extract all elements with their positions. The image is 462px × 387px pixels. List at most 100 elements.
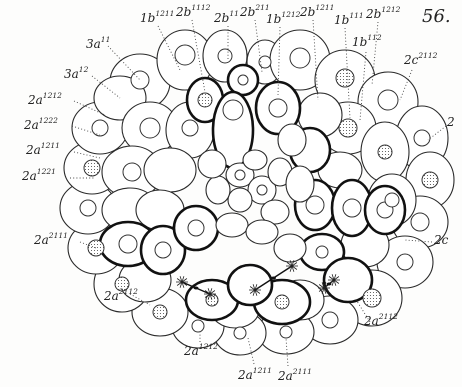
nucleus (290, 48, 310, 68)
small-cell (216, 213, 248, 237)
nucleus (385, 193, 399, 207)
label-1b-1212: 1b1212 (266, 13, 300, 25)
nucleus (175, 45, 195, 65)
label-base: 2a (238, 368, 253, 382)
label-superscript: 1212 (43, 91, 62, 100)
label-superscript: 111 (349, 11, 363, 20)
nucleus (131, 71, 149, 89)
small-cell (286, 166, 314, 202)
label-base: 2a (34, 233, 49, 247)
label-superscript: 2112 (119, 287, 138, 296)
nucleus (182, 120, 198, 136)
nucleus (422, 172, 438, 188)
label-superscript: 211 (255, 3, 269, 12)
label-base: 2a (26, 143, 41, 157)
nucleus (316, 246, 328, 258)
nucleus (378, 145, 392, 159)
nucleus (339, 119, 357, 137)
label-superscript: 1212 (381, 5, 400, 14)
label-2a-2112-right: 2a2112 (364, 315, 398, 327)
small-cell (243, 150, 267, 170)
label-1b-111: 1b111 (334, 14, 364, 26)
label-superscript: 1212 (281, 10, 300, 19)
label-base: 2b (214, 11, 229, 25)
label-superscript: 1222 (39, 116, 58, 125)
nucleus (257, 185, 267, 195)
label-superscript: 11 (229, 9, 239, 18)
chromosome-plate (327, 283, 332, 286)
label-base: 2a (28, 93, 43, 107)
label-base: 2a (22, 169, 37, 183)
label-base: 2b (240, 5, 255, 19)
label-2b-11: 2b11 (214, 12, 239, 24)
nucleus (336, 69, 354, 87)
small-cell (278, 124, 306, 156)
label-base: 2c (434, 233, 448, 247)
label-superscript: 1212 (199, 342, 218, 351)
label-1b-112: 1b112 (352, 36, 382, 48)
label-2a-1222: 2a1222 (24, 119, 58, 131)
nucleus (218, 49, 232, 63)
nucleus (275, 295, 289, 309)
label-superscript: 12 (79, 65, 89, 74)
label-base: 2b (176, 5, 191, 19)
nucleus (84, 160, 100, 176)
label-superscript: 1211 (41, 141, 60, 150)
small-cell (198, 150, 226, 178)
nucleus (322, 312, 338, 328)
label-superscript: 1211 (315, 3, 334, 12)
chromosome-plate (271, 277, 276, 280)
nucleus (269, 99, 287, 117)
label-base: 1b (266, 12, 281, 26)
label-2a-2111-bottom: 2a2111 (278, 370, 312, 382)
label-2c: 2c (434, 234, 448, 246)
nucleus (198, 93, 212, 107)
nucleus (397, 254, 413, 270)
nucleus (238, 75, 248, 85)
label-2-cut: 2 (447, 116, 455, 128)
label-superscript: 2112 (418, 51, 437, 60)
label-base: 1b (140, 11, 155, 25)
label-2a-1211-left: 2a1211 (26, 144, 60, 156)
label-3a-12: 3a12 (64, 68, 88, 80)
nucleus (80, 200, 96, 216)
label-base: 2b (366, 7, 381, 21)
label-2b-1212: 2b1212 (366, 8, 400, 20)
nucleus (140, 118, 160, 138)
nucleus (235, 170, 245, 180)
label-superscript: 2111 (293, 367, 312, 376)
label-base: 2a (24, 118, 39, 132)
figure-number: 56. (422, 6, 451, 27)
label-base: 1b (352, 35, 367, 49)
nucleus (192, 320, 204, 332)
label-base: 2c (404, 53, 418, 67)
nucleus (280, 326, 292, 338)
label-3a-11: 3a11 (86, 38, 110, 50)
label-2a-1212-left: 2a1212 (28, 94, 62, 106)
nucleus (88, 240, 104, 256)
small-cell (274, 234, 306, 262)
label-base: 2a (278, 369, 293, 383)
cell (144, 148, 196, 192)
label-2a-2112-left: 2a2112 (104, 290, 138, 302)
nucleus (188, 220, 204, 236)
label-base: 2a (364, 314, 379, 328)
label-superscript: 2112 (379, 312, 398, 321)
label-2a-2111-left: 2a2111 (34, 234, 68, 246)
nucleus (411, 213, 429, 231)
label-base: 2a (184, 344, 199, 358)
label-superscript: 112 (367, 33, 381, 42)
small-cell (246, 220, 278, 244)
label-superscript: 1221 (37, 167, 56, 176)
nucleus (153, 305, 167, 319)
nucleus (155, 242, 171, 258)
label-base: 2a (104, 289, 119, 303)
label-superscript: 2111 (49, 231, 68, 240)
label-1b-1211: 1b1211 (140, 12, 174, 24)
nucleus (223, 100, 243, 120)
label-2c-2112: 2c2112 (404, 54, 437, 66)
label-base: 3a (64, 67, 79, 81)
chromosome-plate (194, 287, 199, 290)
